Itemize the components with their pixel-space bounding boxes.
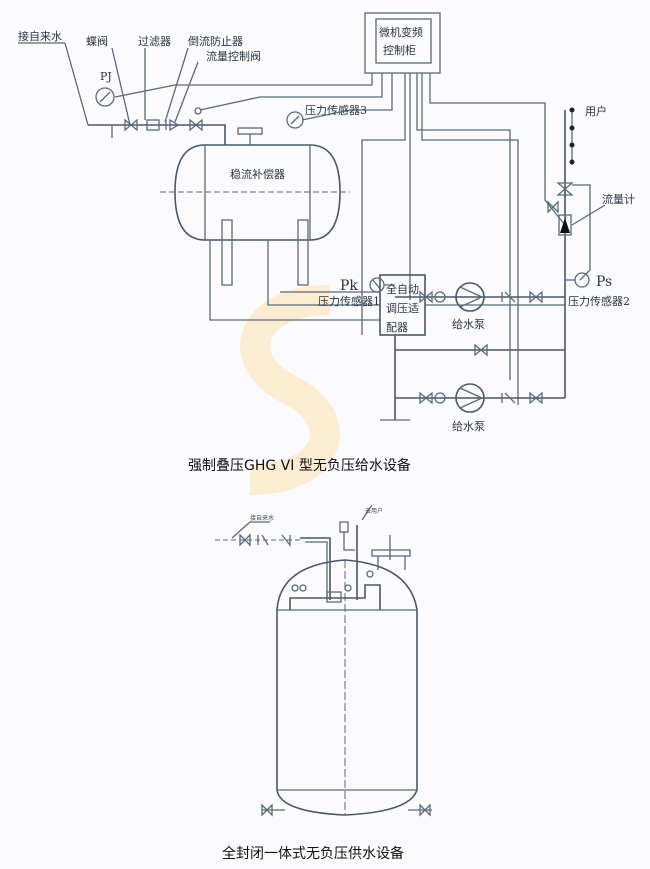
label-pressure-sensor-2: 压力传感器2 — [568, 295, 630, 308]
label-water-inlet-2: 接自来水 — [250, 514, 274, 522]
label-pump-2: 给水泵 — [452, 420, 485, 433]
label-pj: PJ — [100, 70, 112, 83]
label-pk: Pk — [340, 278, 358, 294]
diagram-2-labels: 接自来水 去用户 全封闭一体式无负压供水设备 — [222, 507, 404, 862]
label-backflow-preventer: 倒流防止器 — [188, 34, 243, 48]
label-pump-1: 给水泵 — [452, 318, 485, 331]
diagram-2-title: 全封闭一体式无负压供水设备 — [222, 845, 404, 862]
pressure-sensor-3-gauge — [286, 111, 304, 129]
label-regulator-2: 调压适 — [386, 302, 419, 315]
flow-meter — [558, 214, 572, 236]
watermark-logo — [240, 285, 340, 495]
label-water-inlet: 接自来水 — [18, 30, 62, 43]
label-to-user: 去用户 — [365, 507, 383, 515]
label-cabinet-2: 控制柜 — [383, 43, 416, 57]
label-pressure-sensor-1: 压力传感器1 — [318, 295, 380, 308]
pj-gauge — [95, 87, 115, 107]
label-butterfly-valve: 蝶阀 — [86, 34, 108, 48]
diagram-1-lines — [18, 12, 606, 421]
ps-gauge — [574, 272, 590, 288]
label-user: 用户 — [585, 104, 607, 118]
label-stabilizer-tank: 稳流补偿器 — [230, 167, 285, 181]
label-flow-control-valve: 流量控制阀 — [206, 49, 261, 63]
label-regulator-1: 全自动 — [386, 282, 419, 296]
diagram-1-labels: 接自来水 蝶阀 过滤器 倒流防止器 流量控制阀 PJ 微机变频 控制柜 压力传感… — [18, 25, 635, 474]
diagram-1-title: 强制叠压GHG VI 型无负压给水设备 — [188, 457, 411, 474]
label-flow-meter: 流量计 — [602, 192, 635, 206]
label-ps: Ps — [596, 274, 612, 290]
label-filter: 过滤器 — [138, 35, 171, 48]
label-cabinet-1: 微机变频 — [379, 25, 423, 39]
label-regulator-3: 配器 — [386, 321, 408, 334]
diagram-2-lines — [215, 504, 432, 817]
label-pressure-sensor-3: 压力传感器3 — [305, 104, 367, 117]
